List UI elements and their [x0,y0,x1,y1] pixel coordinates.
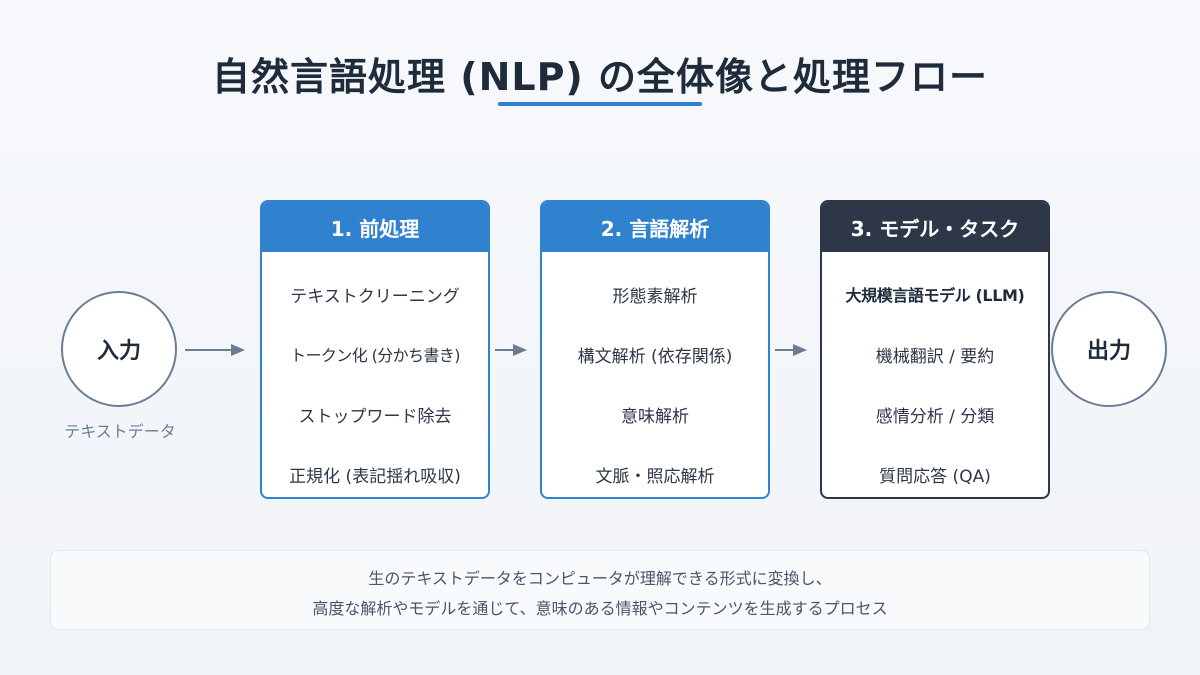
step-card-analysis: 2. 言語解析 形態素解析 構文解析 (依存関係) 意味解析 文脈・照応解析 [540,200,770,499]
summary-line: 高度な解析やモデルを通じて、意味のある情報やコンテンツを生成するプロセス [312,599,888,618]
arrow-step2-to-step3 [775,342,809,358]
step-item: 質問応答 (QA) [879,467,991,487]
output-node: 出力 [1051,291,1167,407]
page-title: 自然言語処理 (NLP) の全体像と処理フロー [211,55,989,99]
step-header: 1. 前処理 [262,202,488,252]
step-item: 感情分析 / 分類 [875,407,995,427]
summary-box: 生のテキストデータをコンピュータが理解できる形式に変換し、 高度な解析やモデルを… [50,550,1150,630]
step-header: 3. モデル・タスク [822,202,1048,252]
step-item: 文脈・照応解析 [595,467,715,487]
step-item: 構文解析 (依存関係) [577,347,733,367]
step-item: 意味解析 [621,407,689,427]
summary-line: 生のテキストデータをコンピュータが理解できる形式に変換し、 [368,569,832,588]
step-item: 機械翻訳 / 要約 [875,347,995,367]
output-label: 出力 [1086,339,1131,364]
step-item: 大規模言語モデル (LLM) [845,286,1025,305]
title-underline [498,102,702,106]
step-header: 2. 言語解析 [542,202,768,252]
step-item: ストップワード除去 [298,407,452,427]
arrow-input-to-step1 [185,342,247,358]
input-node: 入力 [61,291,177,407]
input-caption: テキストデータ [64,422,176,441]
step-item: 正規化 (表記揺れ吸収) [289,467,461,487]
arrow-step1-to-step2 [495,342,529,358]
input-label: 入力 [96,339,141,364]
step-card-model-task: 3. モデル・タスク 大規模言語モデル (LLM) 機械翻訳 / 要約 感情分析… [820,200,1050,499]
step-card-preprocessing: 1. 前処理 テキストクリーニング トークン化 (分かち書き) ストップワード除… [260,200,490,499]
step-item: トークン化 (分かち書き) [290,346,460,365]
step-item: 形態素解析 [612,287,698,307]
step-item: テキストクリーニング [290,287,460,307]
